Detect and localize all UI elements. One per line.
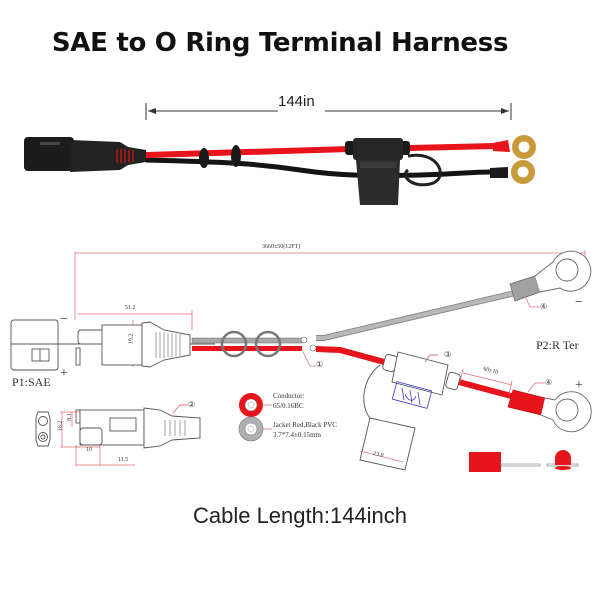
sae-detail-width-label: 10 bbox=[86, 447, 92, 453]
p2-label: P2:R Ter bbox=[536, 338, 579, 352]
overall-length-label: 3660±50(12FT) bbox=[262, 244, 301, 250]
sae-detail-dimensions bbox=[60, 411, 135, 466]
sae-detail-height-label: 16.2 bbox=[57, 420, 64, 432]
terminal-icons bbox=[469, 450, 579, 472]
sae-length-label: 51.2 bbox=[125, 305, 136, 311]
photo-fuse-holder bbox=[345, 138, 410, 205]
p1-label: P1:SAE bbox=[12, 375, 51, 389]
terminal-plus-sign: + bbox=[575, 378, 583, 393]
conductor-label: Conductor: bbox=[273, 392, 305, 400]
sae-height-label: 19.2 bbox=[128, 333, 135, 345]
sae-front-view bbox=[35, 411, 51, 447]
callout-4-positive: ④ bbox=[545, 378, 553, 387]
jacket-label: Jacket Red,Black PVC bbox=[273, 421, 337, 429]
terminal-minus-sign: − bbox=[575, 295, 583, 310]
drawing-wires bbox=[191, 290, 516, 400]
overall-dimension-line bbox=[74, 250, 586, 320]
photo-wires bbox=[145, 143, 496, 187]
sae-connector-side bbox=[10, 319, 215, 371]
fuse-holder-drawing bbox=[359, 351, 461, 471]
callout-2: ② bbox=[188, 400, 196, 409]
photo-ring-terminals bbox=[490, 135, 536, 184]
sae-detail-side bbox=[75, 404, 201, 449]
jacket-value: 3.7*7.4±0.15mm bbox=[273, 431, 321, 439]
callout-3: ③ bbox=[444, 350, 452, 359]
fuse-dimensions bbox=[359, 368, 513, 463]
cable-length-caption: Cable Length:144inch bbox=[192, 503, 408, 528]
conductor-value: 65/0.16BC bbox=[273, 402, 304, 410]
page-title: SAE to O Ring Terminal Harness bbox=[51, 28, 509, 58]
photo-length-label: 144in bbox=[278, 93, 315, 110]
callout-1: ① bbox=[316, 360, 324, 369]
photo-sae-connector bbox=[24, 137, 146, 172]
sae-minus-sign: − bbox=[60, 312, 68, 327]
sae-detail-pin-label: 8.1 bbox=[66, 413, 73, 421]
photo-dimension bbox=[145, 103, 512, 120]
cable-cross-section bbox=[238, 393, 272, 442]
sae-detail-depth-label: 11.5 bbox=[118, 457, 129, 463]
callout-4-negative: ④ bbox=[540, 302, 548, 311]
positive-ring-terminal bbox=[507, 382, 592, 433]
sae-plus-sign: + bbox=[60, 366, 68, 381]
negative-ring-terminal bbox=[509, 250, 592, 308]
